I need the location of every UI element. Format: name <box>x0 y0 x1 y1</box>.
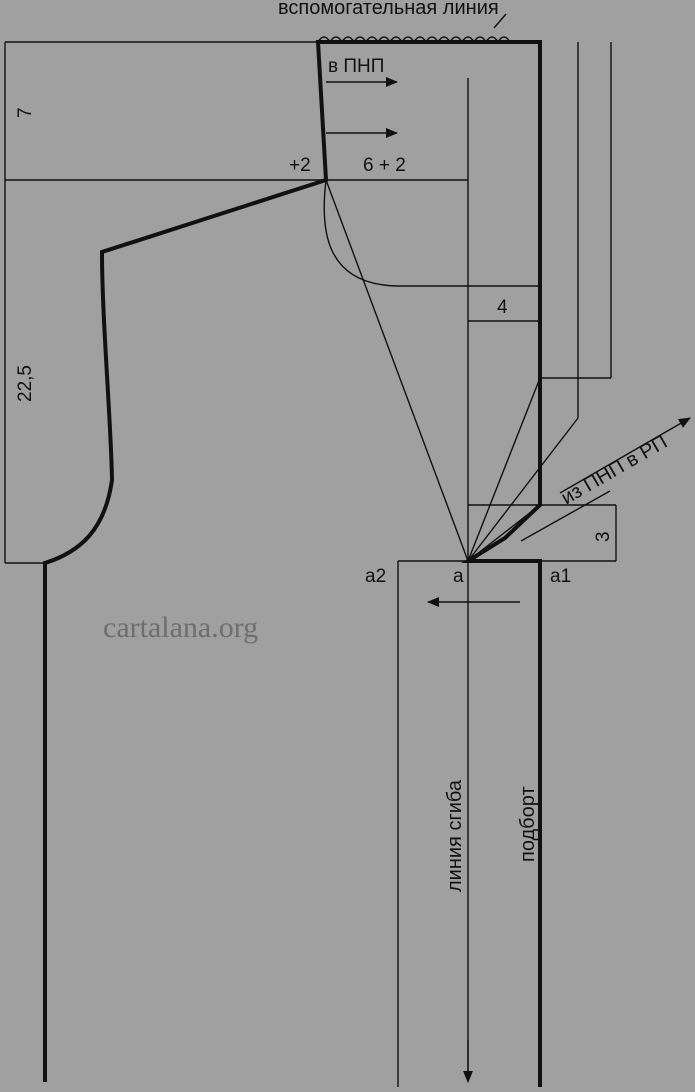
from-pnp-to-rp-label: из ПНП в РП <box>558 431 672 509</box>
aux-label-leader <box>493 13 507 29</box>
pattern-outline <box>43 40 542 1087</box>
fold-line-label: линия сгиба <box>444 779 466 892</box>
auxiliary-line-label: вспомогательная линия <box>278 0 499 19</box>
watermark: cartalana.org <box>103 611 258 644</box>
arrows <box>326 77 691 1083</box>
fan-line-1 <box>325 179 469 562</box>
twenty-two-five-label: 22,5 <box>15 365 36 402</box>
a-label: а <box>453 566 464 587</box>
construction-lines <box>4 13 617 1087</box>
labels: вспомогательная линия в ПНП +2 6 + 2 4 7… <box>15 0 671 892</box>
fan-line-2 <box>467 377 541 562</box>
six-plus-two-label: 6 + 2 <box>363 155 406 176</box>
facing-label: подборт <box>517 786 539 862</box>
seven-label: 7 <box>15 107 36 118</box>
a1-label: а1 <box>550 566 571 587</box>
to-pnp-label: в ПНП <box>328 56 384 77</box>
arrow-diagonal <box>559 417 691 494</box>
pattern-outline-path <box>43 40 542 1087</box>
neck-curve <box>323 179 540 287</box>
three-label: 3 <box>593 531 614 542</box>
fan-line-3 <box>467 417 579 562</box>
plus-two-label: +2 <box>289 155 311 176</box>
diagonal-tick <box>520 490 611 542</box>
four-label: 4 <box>497 297 508 318</box>
a2-label: а2 <box>365 566 386 587</box>
